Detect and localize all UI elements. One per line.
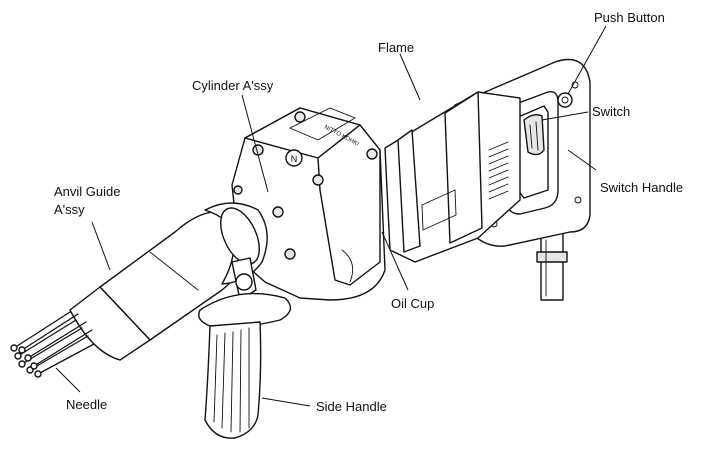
- label-anvil-guide-line2: A'ssy: [54, 202, 85, 217]
- switch-trigger: [523, 113, 545, 156]
- motor-housing: [371, 91, 521, 263]
- label-switch-handle: Switch Handle: [600, 180, 684, 195]
- leader-oil-cup: [381, 231, 409, 291]
- label-cylinder-assy: Cylinder A'ssy: [192, 78, 274, 93]
- needle-bundle: [10, 311, 95, 378]
- label-anvil-guide-line1: Anvil Guide: [54, 184, 121, 199]
- leader-flame: [399, 53, 421, 101]
- label-switch: Switch: [592, 104, 631, 119]
- leader-cylinder: [241, 94, 269, 193]
- power-cable: [536, 231, 568, 301]
- leader-lines: [55, 25, 607, 407]
- vent-slots: [488, 141, 509, 200]
- label-push-button: Push Button: [594, 10, 665, 25]
- svg-text:N: N: [291, 154, 298, 164]
- label-side-handle: Side Handle: [316, 399, 387, 414]
- label-oil-cup: Oil Cup: [391, 296, 435, 311]
- leader-side-handle: [261, 397, 311, 407]
- cylinder-block: N: [231, 107, 386, 301]
- label-flame: Flame: [378, 40, 415, 55]
- leader-push-button: [567, 25, 607, 95]
- leader-switch: [541, 111, 589, 121]
- leader-switch-handle: [567, 149, 597, 171]
- leader-anvil-guide: [91, 221, 111, 271]
- push-button: [557, 92, 573, 108]
- leader-needle: [55, 367, 81, 393]
- side-handle: [198, 257, 292, 439]
- label-needle: Needle: [66, 397, 108, 412]
- anvil-guide: [69, 202, 268, 361]
